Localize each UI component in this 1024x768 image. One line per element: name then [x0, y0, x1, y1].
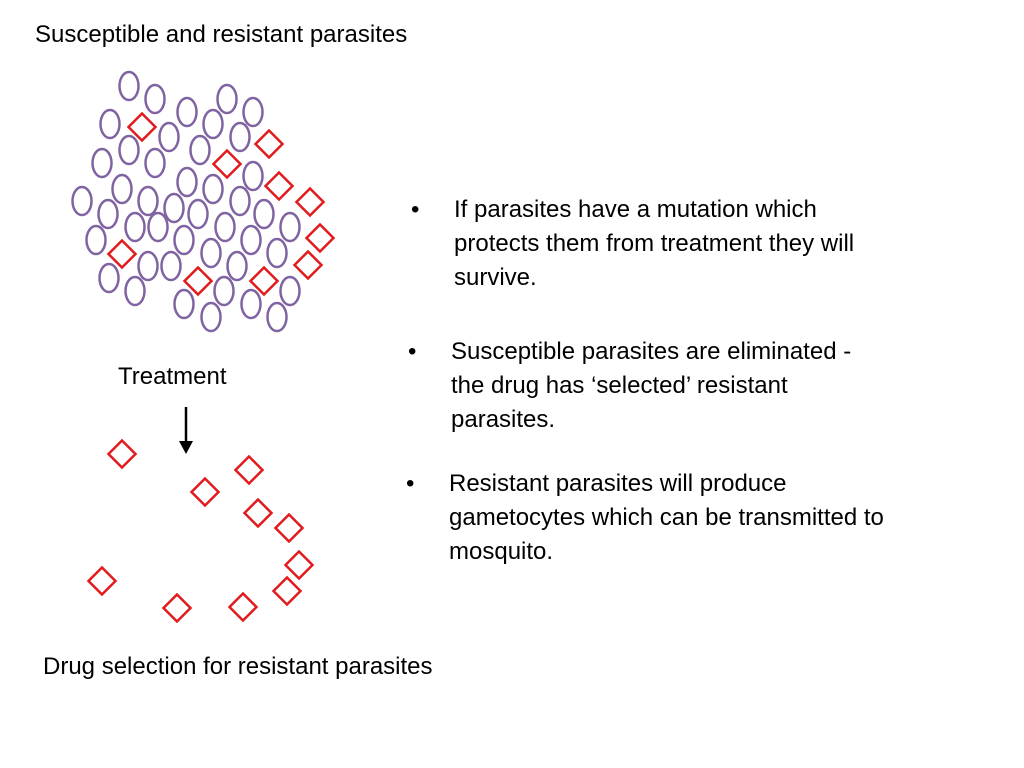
resistant-parasite-icon — [294, 186, 326, 218]
bullet-marker: • — [411, 196, 420, 223]
susceptible-parasite-icon — [242, 160, 264, 192]
slide-title: Susceptible and resistant parasites — [35, 21, 408, 48]
susceptible-parasite-icon — [242, 96, 264, 128]
bullet-line: Resistant parasites will produce — [449, 470, 787, 497]
susceptible-parasite-icon — [160, 250, 182, 282]
bullet-line: Susceptible parasites are eliminated - — [451, 338, 852, 365]
bullet-marker: • — [406, 470, 415, 497]
resistant-parasite-icon — [271, 575, 303, 607]
resistant-parasite-icon — [161, 592, 193, 624]
diagram-caption: Drug selection for resistant parasites — [43, 653, 433, 680]
bullet-line: mosquito. — [449, 538, 554, 565]
resistant-parasite-icon — [106, 438, 138, 470]
susceptible-parasite-icon — [266, 237, 288, 269]
susceptible-parasite-icon — [118, 134, 140, 166]
resistant-parasite-icon — [292, 249, 324, 281]
susceptible-parasite-icon — [158, 121, 180, 153]
susceptible-parasite-icon — [173, 224, 195, 256]
susceptible-parasite-icon — [91, 147, 113, 179]
susceptible-parasite-icon — [187, 198, 209, 230]
susceptible-parasite-icon — [202, 108, 224, 140]
susceptible-parasite-icon — [118, 70, 140, 102]
resistant-parasite-icon — [106, 238, 138, 270]
bullet-line: the drug has ‘selected’ resistant — [451, 372, 788, 399]
bullet-line: gametocytes which can be transmitted to — [449, 504, 884, 531]
susceptible-parasite-icon — [176, 96, 198, 128]
susceptible-parasite-icon — [253, 198, 275, 230]
susceptible-parasite-icon — [97, 198, 119, 230]
susceptible-parasite-icon — [144, 147, 166, 179]
susceptible-parasite-icon — [213, 275, 235, 307]
susceptible-parasite-icon — [85, 224, 107, 256]
resistant-parasite-icon — [273, 512, 305, 544]
susceptible-parasite-icon — [189, 134, 211, 166]
susceptible-parasite-icon — [240, 224, 262, 256]
resistant-parasite-icon — [248, 265, 280, 297]
susceptible-parasite-icon — [216, 83, 238, 115]
resistant-parasite-icon — [211, 148, 243, 180]
susceptible-parasite-icon — [229, 121, 251, 153]
susceptible-parasite-icon — [214, 211, 236, 243]
resistant-parasite-icon — [242, 497, 274, 529]
bullet-line: survive. — [454, 264, 537, 291]
arrow-head — [179, 441, 193, 454]
susceptible-parasite-icon — [144, 83, 166, 115]
bullet-marker: • — [408, 338, 417, 365]
treatment-label: Treatment — [118, 363, 227, 390]
susceptible-parasite-icon — [163, 192, 185, 224]
susceptible-parasite-icon — [200, 301, 222, 333]
resistant-parasite-icon — [283, 549, 315, 581]
susceptible-parasite-icon — [226, 250, 248, 282]
susceptible-parasite-icon — [137, 250, 159, 282]
susceptible-parasite-icon — [266, 301, 288, 333]
resistant-parasite-icon — [182, 265, 214, 297]
after-treatment-population — [86, 438, 315, 624]
susceptible-parasite-icon — [279, 275, 301, 307]
resistant-parasite-icon — [86, 565, 118, 597]
bullet-line: If parasites have a mutation which — [454, 196, 817, 223]
bullet-line: protects them from treatment they will — [454, 230, 855, 257]
resistant-parasite-icon — [263, 170, 295, 202]
susceptible-parasite-icon — [111, 173, 133, 205]
susceptible-parasite-icon — [200, 237, 222, 269]
bullet-line: parasites. — [451, 406, 556, 433]
susceptible-parasite-icon — [124, 275, 146, 307]
resistant-parasite-icon — [189, 476, 221, 508]
susceptible-parasite-icon — [147, 211, 169, 243]
resistant-parasite-icon — [304, 222, 336, 254]
susceptible-parasite-icon — [173, 288, 195, 320]
resistant-parasite-icon — [253, 128, 285, 160]
susceptible-parasite-icon — [176, 166, 198, 198]
before-treatment-population — [71, 70, 336, 333]
susceptible-parasite-icon — [229, 185, 251, 217]
susceptible-parasite-icon — [124, 211, 146, 243]
resistant-parasite-icon — [233, 454, 265, 486]
susceptible-parasite-icon — [202, 173, 224, 205]
susceptible-parasite-icon — [279, 211, 301, 243]
resistant-parasite-icon — [227, 591, 259, 623]
susceptible-parasite-icon — [240, 288, 262, 320]
susceptible-parasite-icon — [99, 108, 121, 140]
susceptible-parasite-icon — [137, 185, 159, 217]
susceptible-parasite-icon — [71, 185, 93, 217]
treatment-arrow-icon — [179, 407, 193, 454]
susceptible-parasite-icon — [98, 262, 120, 294]
resistant-parasite-icon — [126, 111, 158, 143]
